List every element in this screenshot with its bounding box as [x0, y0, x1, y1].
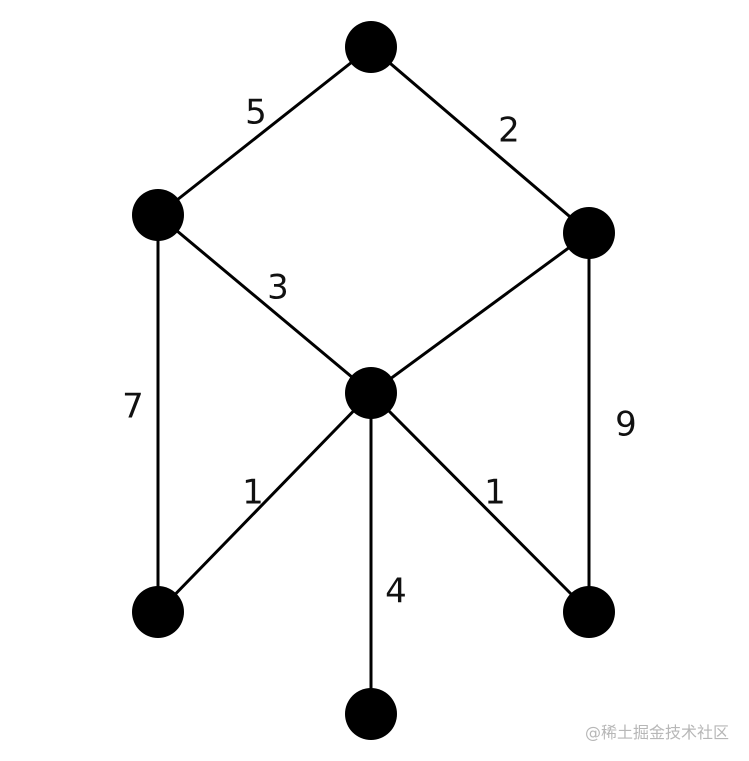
edge-weight-label: 3 [267, 268, 289, 308]
edge-weight-label: 5 [245, 93, 267, 133]
edge-weight-label: 1 [242, 473, 264, 513]
edge-weight-label: 7 [122, 387, 144, 427]
edge-top-upper-right [370, 45, 590, 235]
edge-weight-label: 9 [615, 405, 637, 445]
edge-upper-left-center [157, 213, 372, 395]
edges-layer [156, 45, 591, 714]
edge-weight-label: 1 [484, 473, 506, 513]
node-lower-right [563, 586, 615, 638]
node-lower-left [132, 586, 184, 638]
edge-center-lower-right [369, 391, 591, 614]
node-bottom [345, 688, 397, 740]
edge-top-upper-left [157, 45, 372, 217]
node-upper-right [563, 207, 615, 259]
edge-upper-right-center [370, 231, 590, 395]
edge-center-lower-left [156, 391, 373, 614]
nodes-layer [132, 21, 615, 740]
edge-weight-label: 2 [498, 111, 520, 151]
node-upper-left [132, 189, 184, 241]
edge-weight-label: 4 [385, 572, 407, 612]
node-top [345, 21, 397, 73]
node-center [345, 367, 397, 419]
watermark: @稀土掘金技术社区 [584, 723, 729, 742]
